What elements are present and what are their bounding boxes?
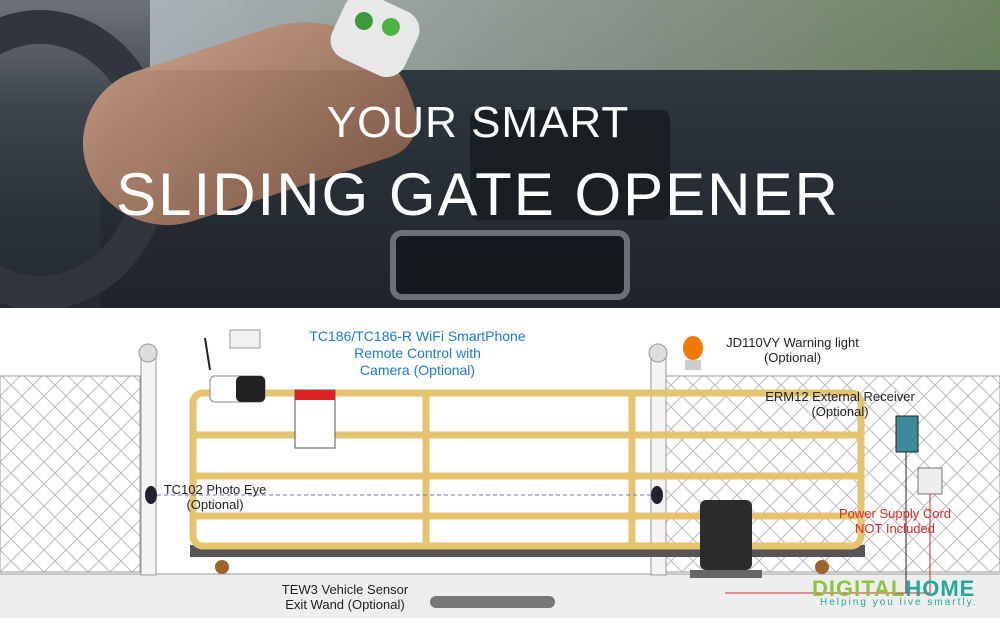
label-line: Power Supply Cord (839, 506, 951, 521)
label-line: NOT Included (855, 521, 935, 536)
logo-part2: HOME (905, 576, 976, 601)
label-line: TC186/TC186-R WiFi SmartPhone (309, 328, 526, 344)
label-line: TEW3 Vehicle Sensor (281, 582, 409, 597)
label-line: Camera (Optional) (359, 362, 476, 378)
left-fence (0, 375, 141, 573)
dash-screen (470, 110, 670, 220)
label-line: ERM12 External Receiver (765, 389, 915, 404)
photo-eye-label: TC102 Photo Eye (Optional) (155, 482, 275, 512)
gate-motor (690, 500, 762, 578)
hero-photo: YOUR SMART SLIDING GATE OPENER (0, 0, 1000, 308)
gate-drawing (0, 329, 1000, 618)
air-vent (390, 230, 630, 300)
power-adapter (229, 329, 261, 349)
power-outlet (917, 467, 943, 495)
sensor-label: TEW3 Vehicle Sensor Exit Wand (Optional) (265, 582, 425, 612)
installation-diagram: TC186/TC186-R WiFi SmartPhone Remote Con… (0, 308, 1000, 618)
label-line: JD110VY Warning light (726, 335, 859, 350)
label-line: (Optional) (186, 497, 244, 512)
left-post (140, 352, 157, 576)
right-post (650, 352, 667, 576)
label-line: (Optional) (763, 350, 822, 365)
warning-light-label: JD110VY Warning light (Optional) (705, 335, 880, 365)
camera-icon (204, 337, 266, 403)
tc186-label: TC186/TC186-R WiFi SmartPhone Remote Con… (285, 328, 550, 379)
label-line: TC102 Photo Eye (163, 482, 267, 497)
label-line: (Optional) (811, 404, 869, 419)
vehicle-sensor-wand (430, 596, 555, 608)
receiver-label: ERM12 External Receiver (Optional) (745, 389, 935, 419)
warning-light-icon (683, 336, 703, 370)
headline-line2: SLIDING GATE OPENER (116, 161, 840, 228)
photo-eye-icon (145, 486, 663, 504)
brand-tagline: Helping you live smartly. (820, 597, 978, 608)
external-receiver (895, 415, 919, 453)
headline-line1: YOUR SMART (326, 98, 630, 147)
logo-part1: DIGITAL (812, 576, 906, 601)
label-line: Remote Control with (354, 345, 481, 361)
label-line: Exit Wand (Optional) (285, 597, 405, 612)
power-cord-label: Power Supply Cord NOT Included (825, 506, 965, 536)
brand-logo: DIGITALHOME (812, 576, 975, 602)
